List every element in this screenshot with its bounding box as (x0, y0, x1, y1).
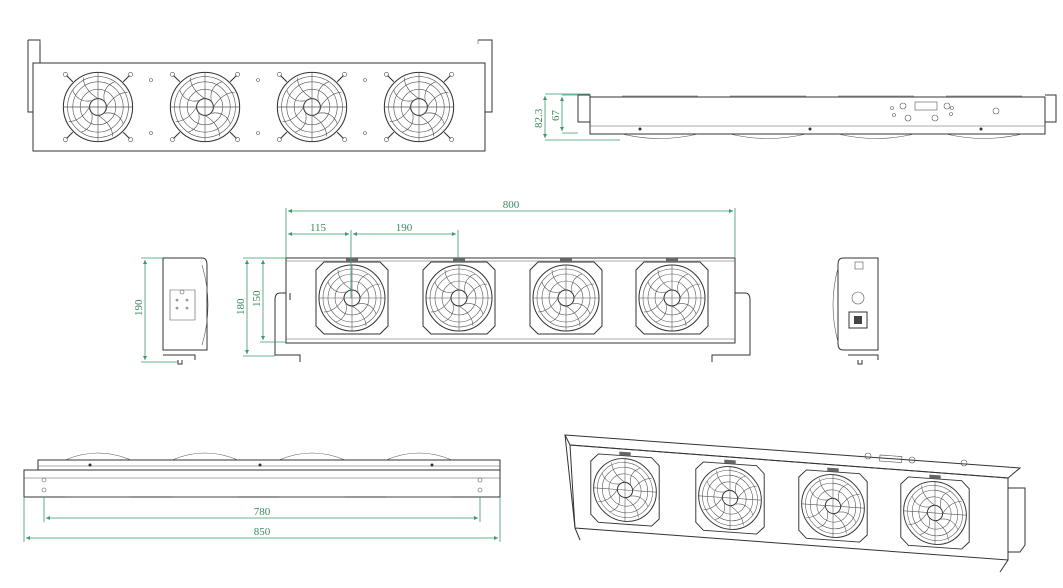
bottom-view: 780 850 (23, 452, 501, 542)
dim-total-height: 82.3 (533, 108, 545, 128)
dim-end-height: 190 (133, 299, 145, 316)
dim-hole-spacing: 780 (254, 506, 271, 518)
fan (799, 466, 867, 543)
fan (423, 258, 495, 334)
fan (901, 473, 969, 550)
fan (316, 258, 388, 334)
front-view: 800 115 190 180 150 (235, 199, 751, 362)
isometric-view (564, 434, 1026, 573)
dim-first-fan-offset: 115 (310, 222, 327, 234)
fan (636, 258, 708, 334)
fan (384, 72, 453, 141)
dim-body-height: 67 (550, 110, 562, 122)
fan (591, 450, 659, 527)
dim-front-height-bracket: 180 (235, 298, 247, 315)
dim-overall-length: 800 (503, 199, 520, 211)
dim-front-body-height: 150 (251, 290, 263, 307)
dim-fan-pitch: 190 (396, 222, 413, 234)
fan (530, 258, 602, 334)
fan (170, 72, 239, 141)
rear-view (27, 39, 493, 152)
fan (277, 72, 346, 141)
right-end-view (832, 257, 879, 365)
top-view: 82.3 67 (533, 93, 1057, 141)
left-end-view: 190 (133, 257, 209, 365)
dim-overall-width: 850 (254, 526, 271, 538)
fan (696, 458, 764, 535)
fan (63, 72, 132, 141)
